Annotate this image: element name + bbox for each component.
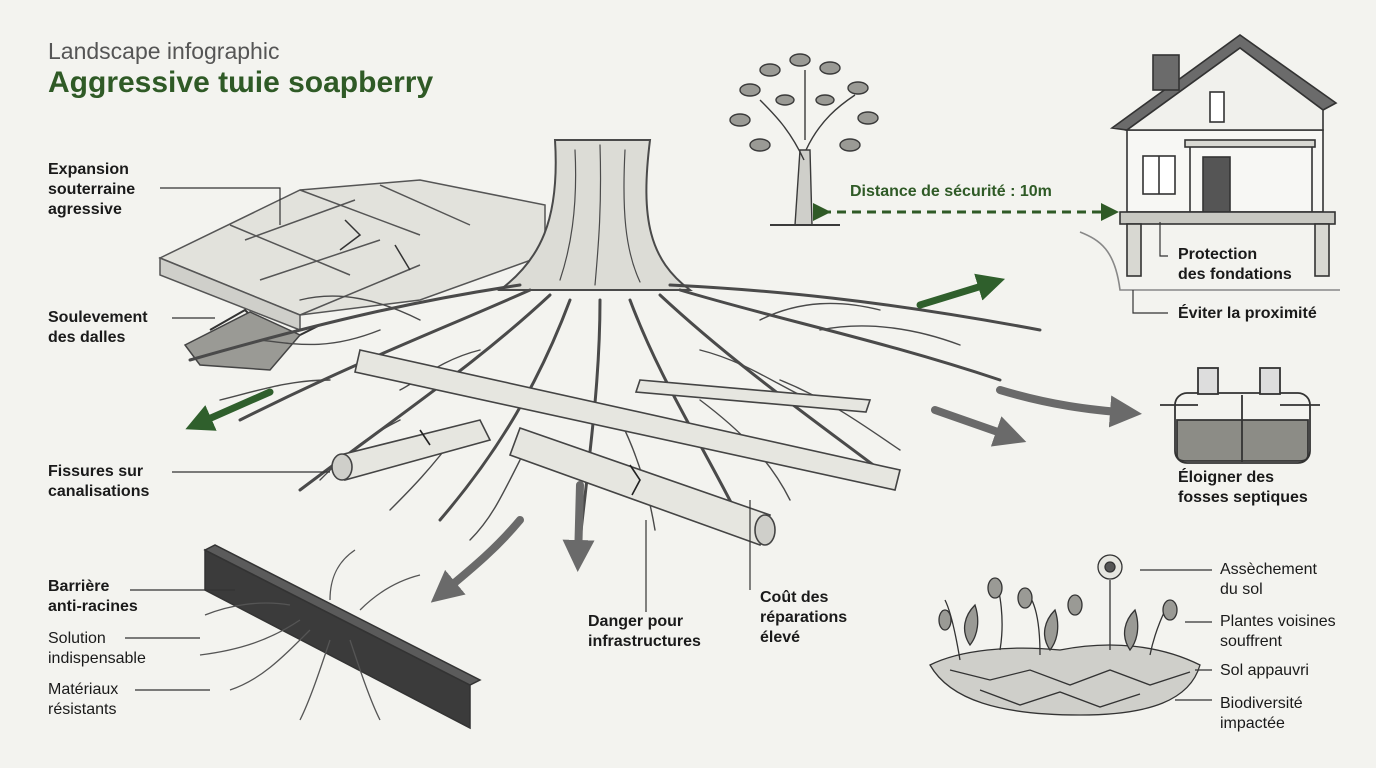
direction-arrows — [185, 273, 1142, 603]
arrow-green-right — [916, 273, 1006, 309]
pipes-illustration — [331, 349, 901, 547]
root-barrier-illustration — [199, 544, 482, 730]
label-eviter: Éviter la proximité — [1178, 305, 1317, 322]
arrow-gray-septic — [996, 386, 1142, 428]
arrow-gray-mid — [931, 406, 1027, 447]
leader-lines — [125, 187, 1212, 701]
label-distance: Distance de sécurité : 10m — [850, 183, 1052, 200]
arrow-green-left — [185, 388, 274, 431]
infographic-title: Aggressive tɯie soapberry — [48, 66, 434, 99]
label-sol: Sol appauvri — [1220, 662, 1309, 679]
tree-root-system-illustration — [188, 139, 1042, 542]
small-tree-illustration — [729, 53, 879, 226]
arrow-gray-down — [562, 481, 595, 572]
arrow-gray-barrier — [430, 516, 524, 603]
septic-tank-illustration — [1160, 367, 1320, 464]
dry-soil-plants-illustration — [929, 554, 1201, 716]
infographic-subtitle: Landscape infographic — [48, 38, 280, 64]
paving-slabs-illustration — [158, 179, 546, 371]
house-illustration — [1079, 34, 1340, 291]
